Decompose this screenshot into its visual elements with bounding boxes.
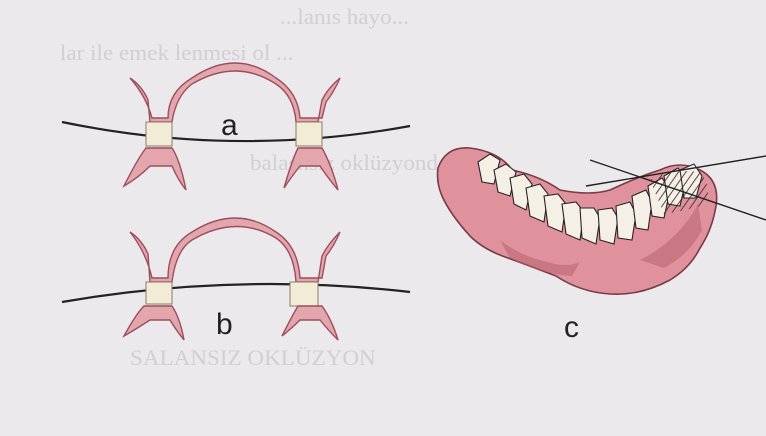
tooth-left-b [146, 282, 172, 304]
upper-denture-b [130, 218, 340, 282]
lower-right-a [284, 148, 338, 190]
figure-b [62, 218, 410, 340]
figure-label-a: a [221, 111, 238, 141]
lower-left-b [124, 306, 184, 340]
lower-left-a [124, 148, 186, 190]
tooth-left-a [146, 122, 172, 146]
occlusal-curve-b [62, 284, 410, 302]
tooth-right-a [296, 122, 322, 146]
lower-right-b [282, 306, 338, 340]
figure-c [438, 148, 766, 294]
tooth-right-b [290, 282, 318, 306]
figure-label-b: b [216, 310, 233, 340]
figure-label-c: c [564, 313, 579, 343]
